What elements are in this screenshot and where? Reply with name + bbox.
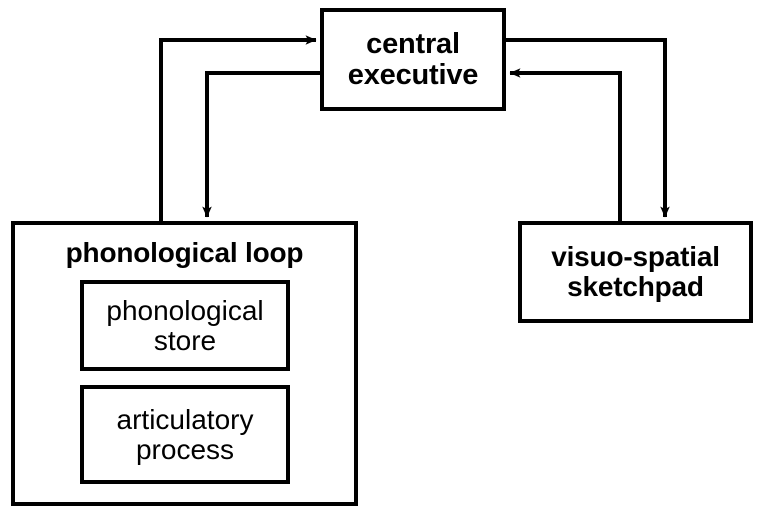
arrow-phonological-loop-to-central-executive [159, 35, 317, 223]
box-articulatory-process: articulatory process [80, 385, 290, 484]
box-central-executive: central executive [320, 8, 506, 111]
arrow-central-executive-to-visuospatial-sketchpad [506, 38, 670, 218]
box-articulatory-process-label: articulatory process [116, 403, 254, 465]
box-phonological-store: phonological store [80, 280, 290, 371]
box-phonological-loop-label: phonological loop [65, 237, 304, 268]
box-visuospatial-sketchpad: visuo-spatial sketchpad [518, 221, 753, 323]
box-central-executive-label: central executive [347, 27, 479, 91]
arrow-central-executive-to-phonological-loop [202, 71, 320, 218]
box-phonological-store-label: phonological store [106, 294, 264, 356]
arrow-visuospatial-sketchpad-to-central-executive [509, 68, 622, 223]
box-visuospatial-sketchpad-label: visuo-spatial sketchpad [551, 241, 720, 302]
